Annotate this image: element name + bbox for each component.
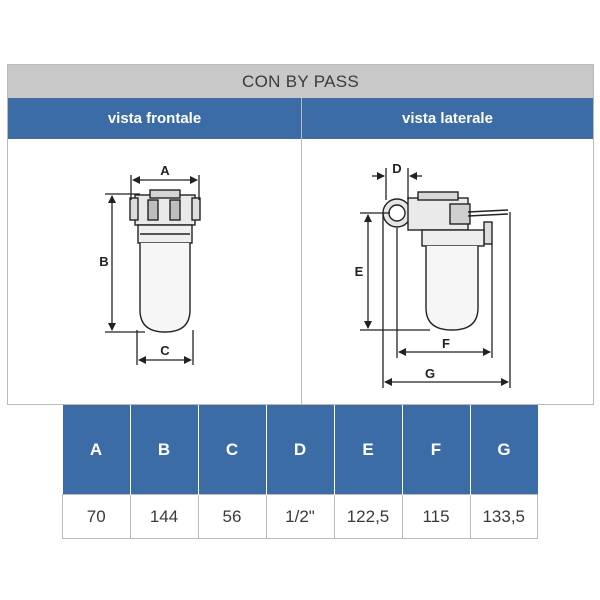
value-d: 1/2" [265,494,335,539]
dim-label-g: G [425,366,435,381]
panel-title: CON BY PASS [8,65,593,98]
dimensions-table: A B C D E F G 70 144 56 1/2" 122,5 115 1… [62,405,538,539]
value-f: 115 [401,494,471,539]
side-view-heading: vista laterale [302,98,593,139]
col-header-c: C [198,405,267,495]
dim-label-a: A [160,163,170,178]
front-view-heading: vista frontale [8,98,301,139]
side-view-dimension-lines [360,168,511,388]
dim-label-d: D [392,161,401,176]
col-header-e: E [334,405,403,495]
dimensions-value-row: 70 144 56 1/2" 122,5 115 133,5 [62,494,538,539]
value-e: 122,5 [333,494,403,539]
product-drawing-panel: CON BY PASS vista frontale vista lateral… [7,64,594,405]
value-g: 133,5 [469,494,538,539]
front-view-filter-drawing [129,189,201,333]
view-divider [301,98,302,404]
value-b: 144 [129,494,199,539]
dimensions-header-row: A B C D E F G [62,405,538,495]
dim-label-c: C [160,343,170,358]
col-header-f: F [402,405,471,495]
technical-drawing: A B C [99,161,511,388]
col-header-a: A [62,405,131,495]
dim-label-e: E [355,264,364,279]
value-a: 70 [62,494,131,539]
value-c: 56 [197,494,267,539]
side-view-filter-drawing [382,191,509,331]
col-header-b: B [130,405,199,495]
front-view-dimension-lines [105,175,200,365]
col-header-g: G [470,405,538,495]
dim-label-b: B [99,254,108,269]
dim-label-f: F [442,336,450,351]
col-header-d: D [266,405,335,495]
